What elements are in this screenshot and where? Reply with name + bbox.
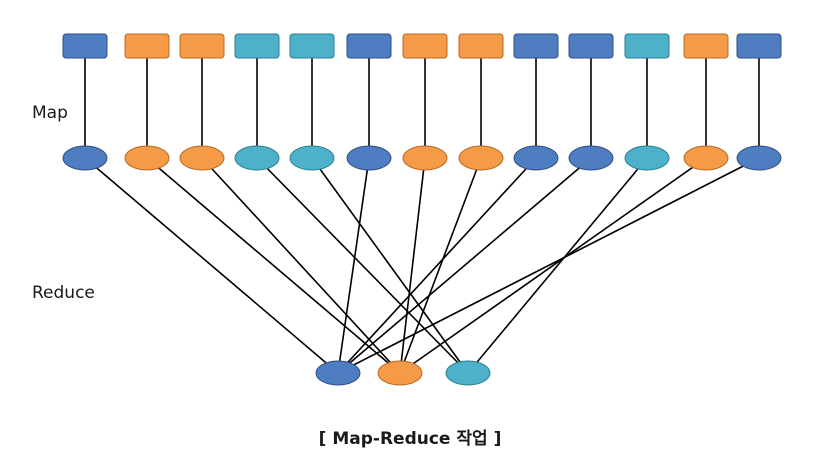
map-output-node — [568, 145, 614, 171]
map-output-node — [513, 145, 559, 171]
diagram-caption: [ Map-Reduce 작업 ] — [319, 429, 502, 449]
input-split-block — [624, 33, 670, 59]
input-split-block — [513, 33, 559, 59]
shuffle-line — [399, 157, 482, 374]
reducer-node — [377, 360, 423, 386]
reduce-stage-label: Reduce — [32, 283, 95, 303]
map-output-node — [624, 145, 670, 171]
input-split-block — [62, 33, 108, 59]
shuffle-line — [256, 157, 469, 374]
shuffle-line — [84, 157, 339, 374]
reducer-node — [315, 360, 361, 386]
shuffle-line — [311, 157, 469, 374]
shuffle-line — [146, 157, 401, 374]
input-split-block — [683, 33, 729, 59]
shuffle-line — [399, 157, 426, 374]
reducer-node — [445, 360, 491, 386]
shuffle-line — [201, 157, 401, 374]
input-split-block — [289, 33, 335, 59]
map-stage-label: Map — [32, 103, 68, 123]
map-output-node — [402, 145, 448, 171]
map-output-node — [62, 145, 108, 171]
input-split-block — [179, 33, 225, 59]
shuffle-line — [337, 157, 537, 374]
input-split-block — [124, 33, 170, 59]
shuffle-line — [467, 157, 648, 374]
shuffle-line — [337, 157, 760, 374]
map-output-node — [346, 145, 392, 171]
map-output-node — [124, 145, 170, 171]
nodes-layer — [62, 33, 782, 386]
shuffle-line — [399, 157, 707, 374]
edges-layer — [84, 46, 760, 374]
map-output-node — [234, 145, 280, 171]
input-split-block — [458, 33, 504, 59]
input-split-block — [402, 33, 448, 59]
map-output-node — [736, 145, 782, 171]
map-output-node — [458, 145, 504, 171]
shuffle-line — [337, 157, 592, 374]
map-output-node — [179, 145, 225, 171]
map-output-node — [289, 145, 335, 171]
input-split-block — [346, 33, 392, 59]
shuffle-line — [337, 157, 370, 374]
input-split-block — [736, 33, 782, 59]
input-split-block — [234, 33, 280, 59]
input-split-block — [568, 33, 614, 59]
map-output-node — [683, 145, 729, 171]
